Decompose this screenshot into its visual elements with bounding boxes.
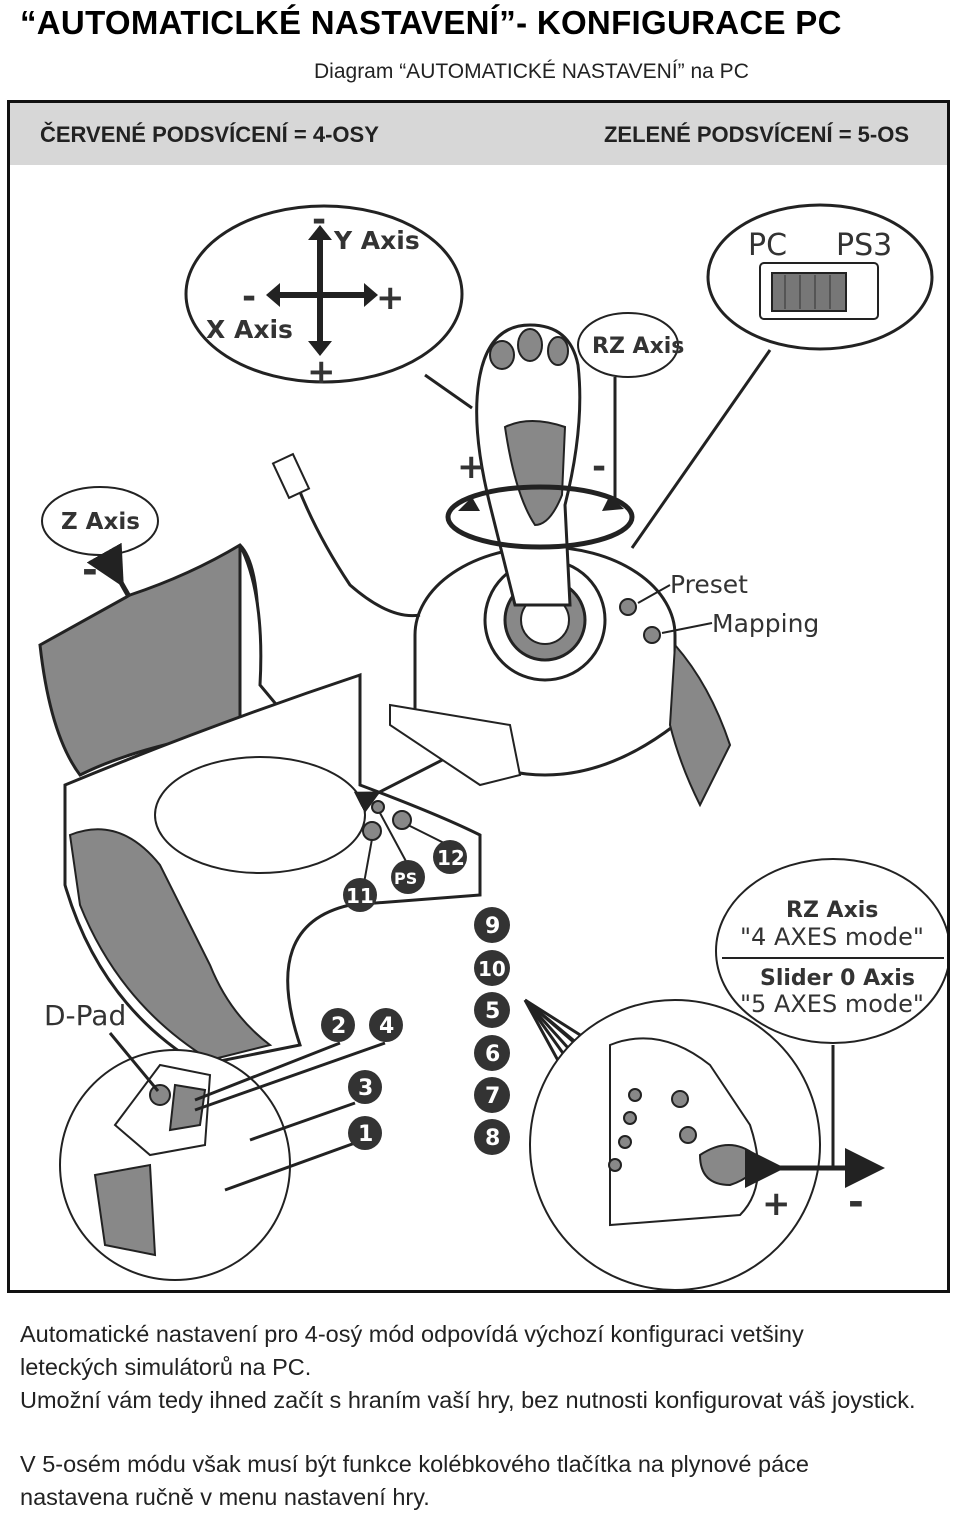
page-subtitle: Diagram “AUTOMATICKÉ NASTAVENÍ” na PC — [314, 60, 749, 83]
throttle-front-buttons: 11 PS 12 — [343, 812, 467, 912]
y-plus-sign: + — [307, 352, 336, 392]
button-8-label: 8 — [485, 1126, 500, 1151]
switch-pc-label: PC — [748, 228, 787, 263]
axis-mode-bubble — [715, 858, 947, 1044]
preset-led — [619, 598, 637, 616]
description-line-5: nastavena ručně v menu nastavení hry. — [20, 1484, 430, 1510]
button-ps-label: PS — [394, 869, 417, 888]
throttle-rocker-detail: + - — [529, 999, 885, 1290]
switch-ps3-label: PS3 — [836, 228, 892, 263]
throttle-body — [38, 543, 522, 1067]
switch-slider — [771, 272, 847, 312]
xy-axis-callout: Y Axis X Axis - + - + — [184, 200, 473, 410]
button-ps-dot — [371, 800, 385, 814]
button-1-label: 1 — [358, 1122, 373, 1147]
platform-switch-callout: PC PS3 — [630, 203, 934, 549]
diagram-frame: ČERVENÉ PODSVÍCENÍ = 4-OSY ZELENÉ PODSVÍ… — [7, 100, 950, 1293]
dpad-label: D-Pad — [44, 999, 126, 1032]
twist-minus-sign: - — [592, 447, 606, 487]
description-line-1: Automatické nastavení pro 4-osý mód odpo… — [20, 1321, 804, 1347]
dpad-detail: D-Pad 2 4 3 1 — [44, 999, 403, 1281]
description-line-2: leteckých simulátorů na PC. — [20, 1354, 312, 1380]
y-minus-sign: - — [312, 200, 326, 240]
button-11-label: 11 — [346, 884, 374, 908]
y-axis-label: Y Axis — [333, 226, 420, 255]
preset-label: Preset — [670, 570, 748, 599]
rz-axis-callout: RZ Axis — [577, 312, 684, 503]
z-minus-sign: - — [82, 548, 98, 592]
usb-cable — [288, 464, 421, 618]
rocker-minus-sign: - — [848, 1180, 864, 1224]
x-minus-sign: - — [242, 277, 256, 317]
page-title: “AUTOMATICLKÉ NASTAVENÍ”- KONFIGURACE PC — [20, 4, 842, 41]
button-12-dot — [392, 810, 412, 830]
twist-plus-sign: + — [457, 447, 486, 487]
mapping-label: Mapping — [712, 609, 819, 638]
description-line-4: V 5-osém módu však musí být funkce koléb… — [20, 1451, 809, 1477]
button-10-label: 10 — [478, 957, 506, 981]
joystick-diagram: Y Axis X Axis - + - + PC PS3 RZ Axis — [38, 200, 947, 1290]
mode-4-axes: "4 AXES mode" — [740, 923, 924, 951]
dpad-dot — [149, 1084, 171, 1106]
mapping-button — [643, 626, 661, 644]
legend-bar: ČERVENÉ PODSVÍCENÍ = 4-OSY ZELENÉ PODSVÍ… — [10, 103, 947, 165]
rz-axis-label: RZ Axis — [592, 334, 684, 359]
rocker-plus-sign: + — [762, 1184, 791, 1224]
x-plus-sign: + — [376, 278, 405, 318]
axis-mode-callout: RZ Axis "4 AXES mode" Slider 0 Axis "5 A… — [715, 858, 947, 1044]
button-2-label: 2 — [331, 1014, 346, 1039]
mode-5-axes: "5 AXES mode" — [740, 990, 924, 1018]
button-4-label: 4 — [379, 1014, 394, 1039]
button-3-label: 3 — [358, 1076, 373, 1101]
button-11-dot — [362, 821, 382, 841]
description-line-3: Umožní vám tedy ihned začít s hraním vaš… — [20, 1387, 916, 1413]
button-12-label: 12 — [437, 846, 465, 870]
button-7-label: 7 — [485, 1084, 500, 1109]
mode-rz-axis: RZ Axis — [786, 898, 878, 923]
x-axis-label: X Axis — [206, 315, 293, 344]
mode-slider-axis: Slider 0 Axis — [760, 966, 915, 991]
twist-arrow — [445, 484, 635, 550]
legend-red-4-axes: ČERVENÉ PODSVÍCENÍ = 4-OSY — [40, 122, 379, 147]
rz-axis-bubble — [577, 312, 679, 378]
button-9-label: 9 — [485, 914, 500, 939]
button-5-label: 5 — [485, 999, 500, 1024]
z-axis-label: Z Axis — [61, 509, 140, 535]
legend-green-5-axes: ZELENÉ PODSVÍCENÍ = 5-OS — [603, 122, 909, 147]
button-6-label: 6 — [485, 1042, 500, 1067]
